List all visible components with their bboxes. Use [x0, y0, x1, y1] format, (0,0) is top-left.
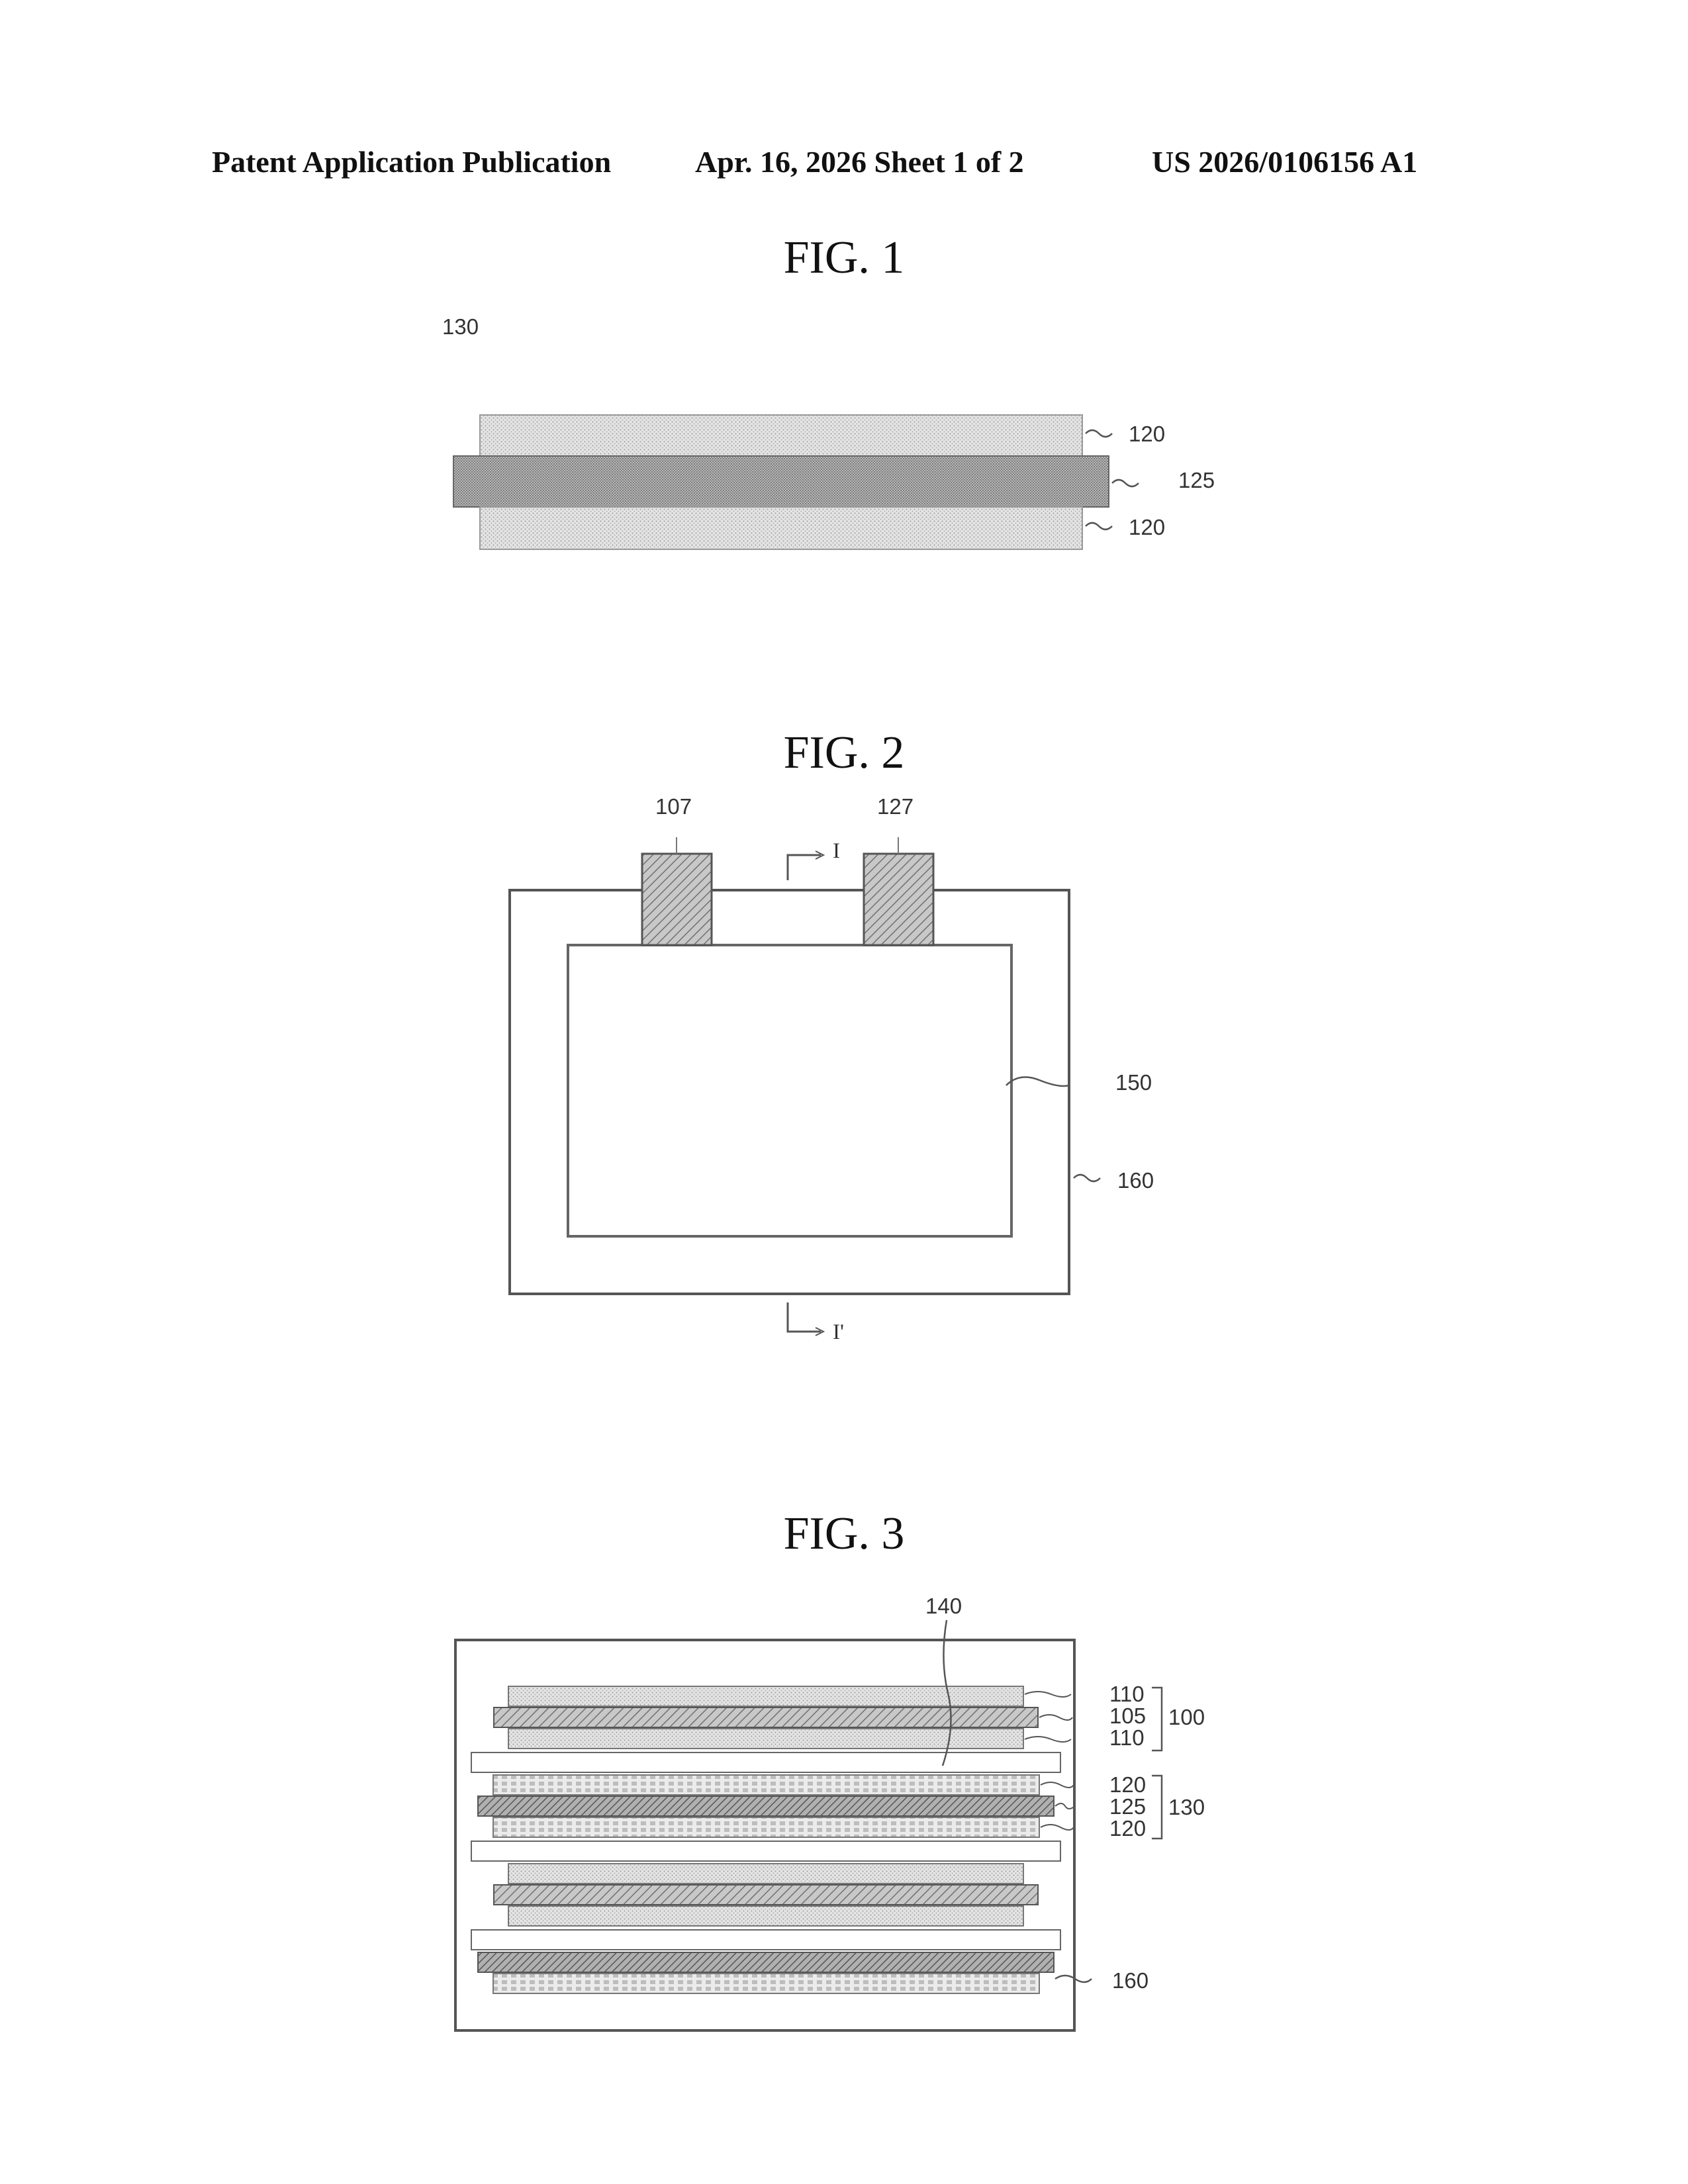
fig1-title: FIG. 1 [0, 232, 1688, 285]
fig2-tab-107 [642, 854, 712, 945]
fig2-label-section-bottom: I' [833, 1320, 844, 1345]
fig1-label-120-top: 120 [1129, 422, 1165, 447]
fig2-electrode-assembly-150 [568, 945, 1011, 1236]
fig3-layer-110-a [508, 1686, 1023, 1706]
fig2-leader-160 [1074, 1175, 1100, 1181]
fig3-layer-105-b [494, 1885, 1038, 1905]
fig1-layer-125 [453, 456, 1109, 507]
fig3-separator-2 [471, 1841, 1060, 1861]
fig1-layer-120-bottom [480, 507, 1082, 549]
fig3-label-140: 140 [925, 1594, 962, 1619]
fig2-label-127: 127 [877, 794, 914, 819]
fig2-drawing [510, 837, 1100, 1336]
fig2-title: FIG. 2 [0, 727, 1688, 780]
fig3-layer-110-d [508, 1906, 1023, 1926]
fig3-layer-120-c [493, 1974, 1039, 1993]
fig3-bracket-130 [1152, 1776, 1162, 1839]
fig3-label-120-b: 120 [1109, 1816, 1146, 1841]
fig3-bracket-100 [1152, 1688, 1162, 1751]
fig3-layer-125-a [478, 1796, 1054, 1816]
fig1-leader-120-bottom [1086, 523, 1112, 529]
fig2-label-section-top: I [833, 839, 840, 864]
fig3-layer-105-a [494, 1707, 1038, 1727]
fig3-label-160: 160 [1112, 1968, 1149, 1993]
fig1-label-130: 130 [442, 314, 479, 340]
fig3-layer-120-b [493, 1817, 1039, 1837]
fig3-drawing [455, 1620, 1162, 2030]
fig3-separator-3 [471, 1930, 1060, 1950]
fig3-label-group-100: 100 [1168, 1705, 1205, 1730]
fig2-tab-127 [864, 854, 933, 945]
fig1-leader-125 [1112, 480, 1139, 486]
fig2-label-150: 150 [1115, 1070, 1152, 1095]
fig3-layer-110-b [508, 1729, 1023, 1749]
fig3-label-group-130: 130 [1168, 1795, 1205, 1820]
fig3-layer-110-c [508, 1864, 1023, 1884]
fig1-drawing [453, 415, 1139, 549]
fig2-label-107: 107 [655, 794, 692, 819]
fig3-title: FIG. 3 [0, 1508, 1688, 1561]
fig1-leader-120-top [1086, 430, 1112, 437]
fig1-label-125: 125 [1178, 468, 1215, 493]
fig2-label-160: 160 [1117, 1168, 1154, 1193]
fig1-label-120-bottom: 120 [1129, 515, 1165, 540]
fig3-label-110-b: 110 [1109, 1725, 1145, 1751]
fig1-layer-120-top [480, 415, 1082, 456]
fig3-layer-120-a [493, 1775, 1039, 1795]
fig3-layer-125-b [478, 1952, 1054, 1972]
fig3-separator-1 [471, 1752, 1060, 1772]
